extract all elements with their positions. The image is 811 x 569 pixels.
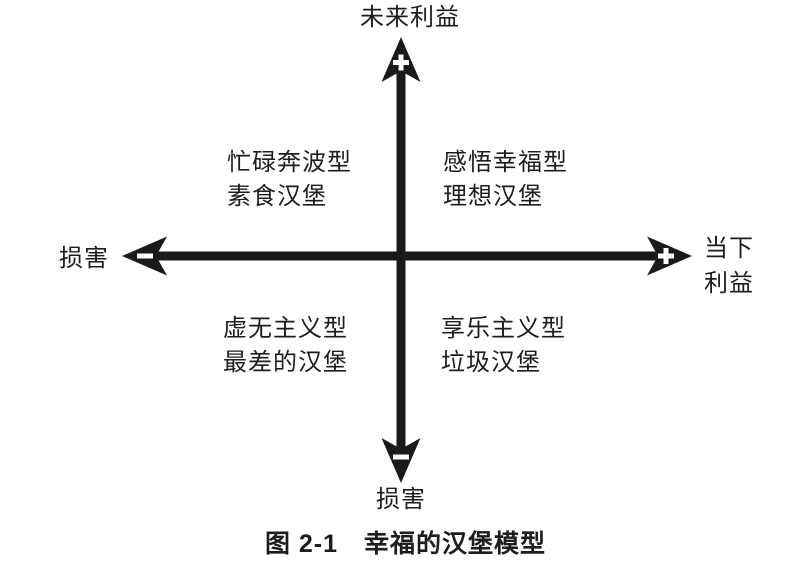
plus-icon	[393, 54, 409, 71]
axis-label-harm-left: 损害	[59, 245, 109, 272]
quadrant-bottom-left: 虚无主义型 最差的汉堡	[223, 312, 348, 380]
minus-icon	[137, 253, 153, 259]
quadrant-bottom-right-type: 享乐主义型	[441, 315, 566, 342]
axis-label-future-benefit: 未来利益	[360, 4, 460, 31]
horizontal-axis-line	[146, 251, 666, 261]
down-arrowhead	[381, 438, 421, 483]
figure-caption: 图 2-1 幸福的汉堡模型	[0, 524, 811, 560]
minus-icon	[393, 454, 409, 460]
quadrant-bottom-right: 享乐主义型 垃圾汉堡	[441, 312, 566, 380]
quadrant-top-left-burger: 素食汉堡	[227, 183, 327, 210]
quadrant-top-right: 感悟幸福型 理想汉堡	[443, 146, 568, 214]
quadrant-top-right-type: 感悟幸福型	[443, 149, 568, 176]
axis-label-present-benefit: 当下 利益	[704, 231, 754, 301]
axis-label-present-benefit-line2: 利益	[704, 270, 754, 297]
quadrant-bottom-right-burger: 垃圾汉堡	[441, 349, 541, 376]
plus-icon	[658, 248, 674, 264]
figure-number: 图 2-1	[264, 530, 339, 558]
quadrant-bottom-left-type: 虚无主义型	[223, 315, 348, 342]
axis-label-present-benefit-line1: 当下	[704, 235, 754, 262]
quadrant-top-left: 忙碌奔波型 素食汉堡	[227, 146, 352, 214]
quadrant-bottom-left-burger: 最差的汉堡	[223, 349, 348, 376]
figure-title: 幸福的汉堡模型	[364, 530, 547, 558]
axis-label-harm-bottom: 损害	[376, 486, 426, 513]
quadrant-top-right-burger: 理想汉堡	[443, 183, 543, 210]
quadrant-top-left-type: 忙碌奔波型	[227, 149, 352, 176]
